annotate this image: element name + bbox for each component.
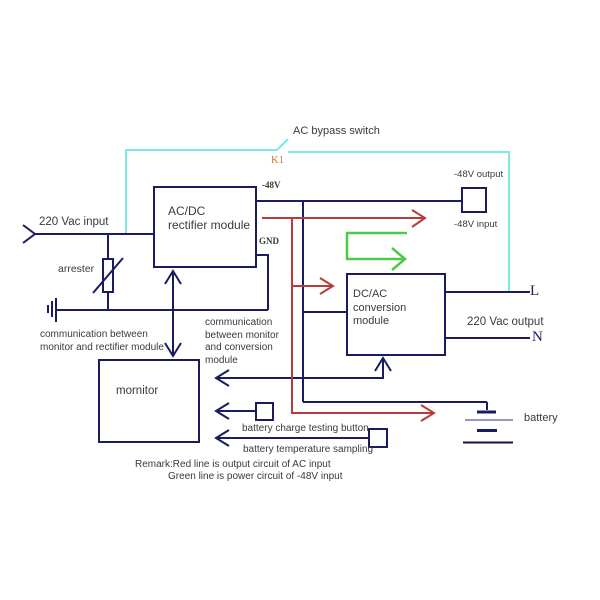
neg48v-output-label: -48V output	[454, 169, 504, 180]
ac-bypass-switch-label: AC bypass switch	[293, 125, 380, 137]
arrester-symbol	[92, 234, 124, 310]
bypass-wire	[125, 138, 510, 291]
temp-sampling-wire	[214, 429, 368, 447]
conversion-module-label-line1: DC/AC	[353, 288, 388, 300]
arrow-right-icon	[411, 209, 427, 228]
neg48v-output-box	[461, 187, 487, 213]
remark-line2: Green line is power circuit of -48V inpu…	[168, 471, 343, 482]
comm-rectifier-arrow	[164, 269, 182, 358]
rectifier-module-label-line1: AC/DC	[168, 204, 206, 218]
comm-conversion-arrow	[214, 356, 392, 387]
ac-output-label: 220 Vac output	[467, 316, 544, 328]
battery-icon	[463, 410, 513, 444]
arrow-right-icon	[391, 247, 407, 271]
arrow-right-icon	[420, 404, 436, 422]
test-button-box	[255, 402, 274, 421]
rectifier-module-label-line2: rectifier module	[168, 218, 251, 232]
ac-input-label: 220 Vac input	[39, 216, 109, 228]
neutral-n-label: N	[532, 329, 543, 345]
k1-label: K1	[271, 155, 284, 166]
conversion-module-label-line2: conversion module	[353, 301, 407, 328]
remark-line1: Remark:Red line is output circuit of AC …	[135, 459, 331, 470]
green-neg48v-circuit	[345, 231, 407, 271]
ground-symbol	[47, 298, 57, 322]
test-button-wire	[214, 402, 255, 420]
arrow-up-icon	[374, 356, 392, 372]
temp-sampling-box	[368, 428, 388, 448]
neg48v-input-label: -48V input	[454, 219, 498, 230]
conversion-module-box: DC/AC conversion module	[346, 273, 446, 356]
arrow-left-icon	[214, 429, 230, 447]
neg48v-label: -48V	[262, 180, 281, 190]
rectifier-module-box: AC/DC rectifier module	[153, 186, 257, 268]
arrow-down-icon	[164, 342, 182, 358]
arrow-up-icon	[164, 269, 182, 285]
gnd-wire	[57, 254, 269, 311]
ac-input-arrow-icon	[22, 224, 37, 244]
temp-sampling-label: battery temperature sampling	[243, 444, 374, 455]
battery-label: battery	[524, 412, 558, 424]
arrow-left-icon	[214, 369, 230, 387]
comm-conversion-label: communication between monitor and conver…	[205, 317, 279, 366]
switch-blade-icon	[276, 138, 289, 151]
ac-input-wire	[22, 224, 153, 244]
arrow-left-icon	[214, 402, 230, 420]
neg48v-bus-wire	[257, 200, 488, 410]
ac-output-wires	[446, 291, 530, 339]
test-button-label: battery charge testing button	[242, 423, 369, 434]
comm-rectifier-label: communication between monitor and rectif…	[40, 329, 164, 353]
red-ac-output-circuit	[262, 209, 436, 422]
monitor-box: mornitor	[98, 359, 200, 443]
gnd-label: GND	[259, 236, 279, 246]
arrester-label: arrester	[58, 263, 95, 275]
arrow-right-icon	[319, 277, 335, 295]
line-l-label: L	[530, 283, 540, 299]
monitor-label: mornitor	[116, 385, 159, 397]
